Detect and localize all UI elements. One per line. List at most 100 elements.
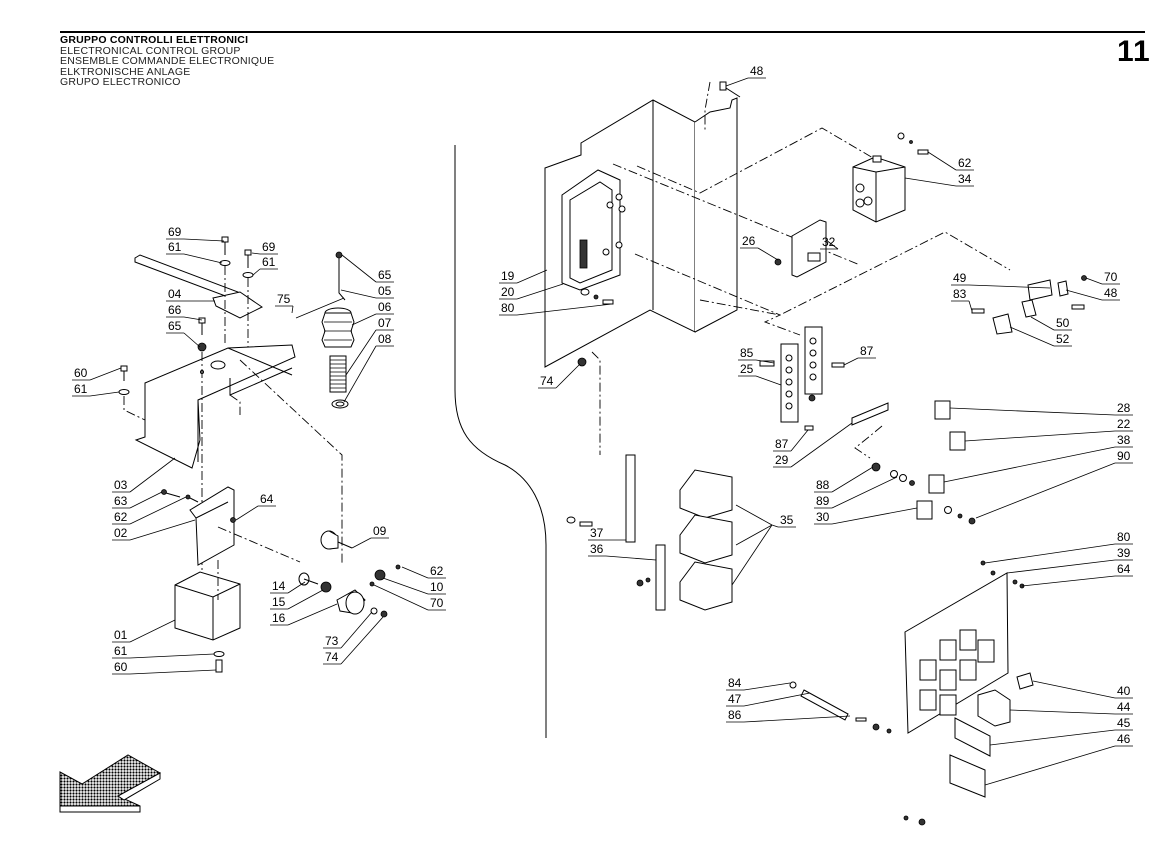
callout-leader (340, 289, 377, 299)
callout-number: 10 (430, 580, 444, 594)
callout-number: 64 (260, 492, 274, 506)
callout-r19: 19 (499, 269, 548, 284)
callout-l05: 05 (340, 284, 394, 299)
callout-leader (790, 422, 853, 468)
callout-number: 84 (728, 676, 742, 690)
callout-leader (1065, 289, 1103, 301)
callout-leader (1085, 277, 1103, 285)
callout-leader (831, 466, 874, 493)
callout-leader (252, 268, 261, 276)
callout-number: 30 (816, 510, 830, 524)
callout-number: 60 (114, 660, 128, 674)
callout-leader (605, 555, 657, 561)
callout-number: 83 (953, 287, 967, 301)
callout-r49: 49 (951, 271, 1051, 289)
callout-l61c: 61 (72, 382, 120, 397)
callout-number: 44 (1117, 700, 1131, 714)
callout-r40: 40 (1032, 680, 1133, 699)
callout-r74: 74 (538, 363, 581, 389)
callout-leader (989, 729, 1116, 746)
bolt-63 (161, 489, 181, 498)
callout-l75: 75 (275, 292, 294, 314)
callout-number: 48 (750, 64, 764, 78)
callout-number: 01 (114, 628, 128, 642)
callout-r29: 29 (773, 422, 853, 468)
motor-controller (561, 169, 621, 291)
callout-number: 74 (325, 650, 339, 664)
callout-leader (287, 603, 338, 626)
callout-number: 52 (1056, 332, 1070, 346)
callout-number: 74 (540, 374, 554, 388)
callout-number: 40 (1117, 684, 1131, 698)
callout-leader (843, 357, 859, 366)
callout-number: 09 (373, 524, 387, 538)
callout-number: 89 (816, 494, 830, 508)
bolt-60a (118, 365, 130, 395)
pedal-bracket (212, 291, 263, 319)
callout-leader (825, 239, 839, 250)
callout-r87a: 87 (843, 344, 876, 366)
page-number: 11 (1117, 35, 1151, 68)
callout-l74a: 74 (323, 616, 384, 665)
support-plate-03 (134, 344, 296, 469)
group-titles: GRUPPO CONTROLLI ELETTRONICI ELECTRONICA… (60, 35, 274, 88)
callout-r48b: 48 (1065, 286, 1120, 301)
callout-r50: 50 (1030, 316, 1072, 331)
callout-leader (183, 253, 223, 264)
callout-l15: 15 (270, 589, 324, 610)
callout-leader (516, 303, 613, 316)
callout-l60a: 60 (72, 366, 122, 381)
callout-leader (555, 363, 581, 389)
callout-r37: 37 (588, 526, 626, 541)
callout-leader (287, 589, 324, 610)
callout-l08: 08 (343, 332, 394, 403)
callout-l16: 16 (270, 603, 338, 626)
callout-leader (89, 367, 122, 381)
callout-leader (340, 611, 373, 649)
callout-number: 35 (780, 513, 794, 527)
fuses (854, 400, 976, 525)
callout-leader (975, 462, 1116, 519)
callout-leader (183, 332, 201, 348)
callout-number: 86 (728, 708, 742, 722)
callout-l14: 14 (270, 579, 306, 594)
bolt-66 (197, 317, 207, 352)
front-direction-arrow-icon (59, 754, 162, 813)
callout-l61a: 61 (166, 240, 223, 264)
solenoids-35 (566, 454, 773, 611)
callout-l02: 02 (112, 519, 196, 541)
callout-leader (341, 254, 377, 283)
callout-r87b: 87 (773, 429, 809, 452)
callout-r44: 44 (1009, 700, 1133, 715)
callout-number: 07 (378, 316, 392, 330)
callout-number: 47 (728, 692, 742, 706)
callout-r62: 62 (927, 151, 974, 171)
callout-number: 03 (114, 478, 128, 492)
callout-leader (790, 429, 809, 452)
callout-leader (291, 305, 294, 314)
callout-r80b: 80 (984, 530, 1133, 564)
callout-l62b: 62 (401, 564, 446, 579)
callout-l03: 03 (112, 457, 176, 493)
callout-number: 80 (1117, 530, 1131, 544)
screw-62a (185, 494, 199, 503)
bolt-69a (219, 236, 231, 266)
callout-leader (340, 616, 384, 665)
card-32 (774, 219, 827, 278)
callout-number: 38 (1117, 433, 1131, 447)
callout-leader (373, 584, 429, 611)
motor-parts (298, 530, 401, 618)
callout-r86: 86 (726, 708, 851, 723)
callout-r35: 35 (771, 513, 796, 528)
callout-l70a: 70 (373, 584, 446, 611)
callout-number: 85 (740, 346, 754, 360)
callout-leader (943, 446, 1116, 483)
callout-l73: 73 (323, 611, 373, 649)
callout-number: 90 (1117, 449, 1131, 463)
callout-number: 75 (277, 292, 291, 306)
callout-number: 08 (378, 332, 392, 346)
callout-leader (89, 391, 120, 397)
callout-leader (743, 692, 811, 707)
callout-leader (129, 519, 196, 541)
